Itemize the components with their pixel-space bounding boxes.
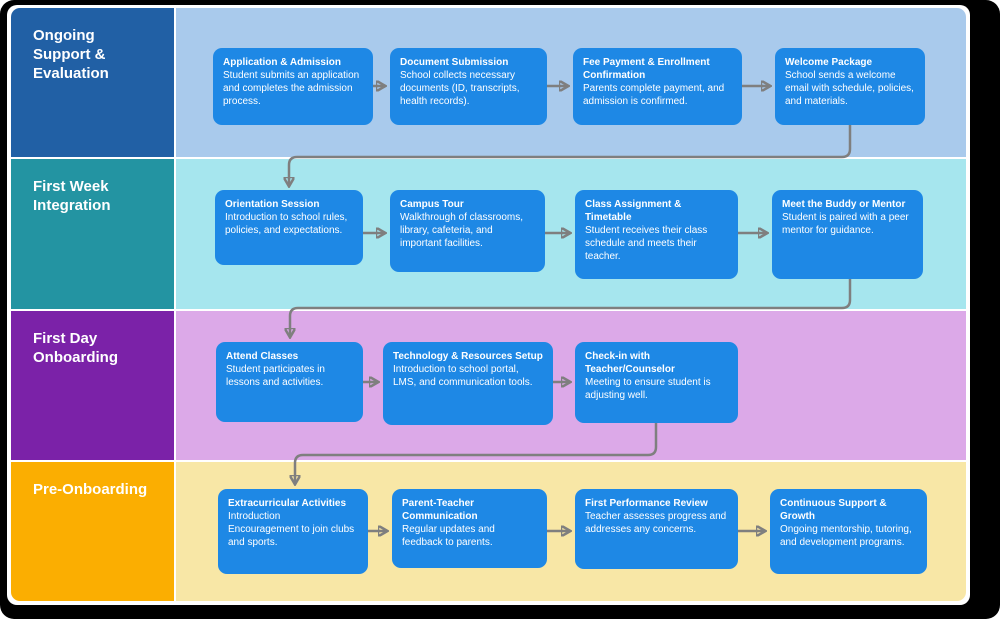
flow-node: Orientation Session Introduction to scho… — [215, 190, 363, 265]
node-body: Teacher assesses progress and addresses … — [585, 511, 727, 535]
swimlane-diagram: Ongoing Support & Evaluation First Week … — [7, 5, 970, 605]
node-body: Student receives their class schedule an… — [585, 225, 708, 262]
lane-label: Ongoing Support & Evaluation — [33, 27, 109, 82]
flow-node: Fee Payment & Enrollment Confirmation Pa… — [573, 48, 742, 125]
lane-label: Pre-Onboarding — [33, 481, 148, 498]
lane-header-first-day: First Day Onboarding — [11, 311, 174, 460]
node-title: Orientation Session — [225, 199, 320, 210]
flow-node: Document Submission School collects nece… — [390, 48, 547, 125]
node-title: Continuous Support & Growth — [780, 498, 887, 522]
node-body: Regular updates and feedback to parents. — [402, 524, 495, 548]
node-body: School sends a welcome email with schedu… — [785, 70, 914, 107]
node-body: School collects necessary documents (ID,… — [400, 70, 520, 107]
node-title: Attend Classes — [226, 351, 299, 362]
lane-header-pre-onboarding: Pre-Onboarding — [11, 462, 174, 601]
node-title: Welcome Package — [785, 57, 873, 68]
flow-node: Extracurricular Activities Introduction … — [218, 489, 368, 574]
lane-header-ongoing-support: Ongoing Support & Evaluation — [11, 8, 174, 157]
node-title: First Performance Review — [585, 498, 708, 509]
node-title: Class Assignment & Timetable — [585, 199, 682, 223]
lane-label: First Week Integration — [33, 178, 111, 214]
node-title: Document Submission — [400, 57, 509, 68]
flow-node: Class Assignment & Timetable Student rec… — [575, 190, 738, 279]
node-title: Application & Admission — [223, 57, 341, 68]
flow-node: Meet the Buddy or Mentor Student is pair… — [772, 190, 923, 279]
node-title: Technology & Resources Setup — [393, 351, 543, 362]
node-body: Introduction to school portal, LMS, and … — [393, 364, 533, 388]
node-body: Ongoing mentorship, tutoring, and develo… — [780, 524, 912, 548]
lane-header-first-week: First Week Integration — [11, 159, 174, 309]
flow-node: Welcome Package School sends a welcome e… — [775, 48, 925, 125]
node-body: Walkthrough of classrooms, library, cafe… — [400, 212, 524, 249]
node-body: Introduction Encouragement to join clubs… — [228, 511, 355, 548]
node-title: Meet the Buddy or Mentor — [782, 199, 906, 210]
node-body: Student is paired with a peer mentor for… — [782, 212, 909, 236]
flow-node: Continuous Support & Growth Ongoing ment… — [770, 489, 927, 574]
node-title: Check-in with Teacher/Counselor — [585, 351, 675, 375]
node-title: Campus Tour — [400, 199, 464, 210]
flow-node: Application & Admission Student submits … — [213, 48, 373, 125]
node-title: Fee Payment & Enrollment Confirmation — [583, 57, 710, 81]
lane-label: First Day Onboarding — [33, 330, 118, 366]
flow-node: Technology & Resources Setup Introductio… — [383, 342, 553, 425]
node-title: Extracurricular Activities — [228, 498, 347, 509]
node-body: Student participates in lessons and acti… — [226, 364, 325, 388]
flow-node: First Performance Review Teacher assesse… — [575, 489, 738, 569]
node-body: Meeting to ensure student is adjusting w… — [585, 377, 711, 401]
flow-node: Check-in with Teacher/Counselor Meeting … — [575, 342, 738, 423]
node-title: Parent-Teacher Communication — [402, 498, 478, 522]
flow-node: Attend Classes Student participates in l… — [216, 342, 363, 422]
flow-node: Parent-Teacher Communication Regular upd… — [392, 489, 547, 568]
node-body: Introduction to school rules, policies, … — [225, 212, 348, 236]
node-body: Student submits an application and compl… — [223, 70, 360, 107]
flow-node: Campus Tour Walkthrough of classrooms, l… — [390, 190, 545, 272]
node-body: Parents complete payment, and admission … — [583, 83, 725, 107]
